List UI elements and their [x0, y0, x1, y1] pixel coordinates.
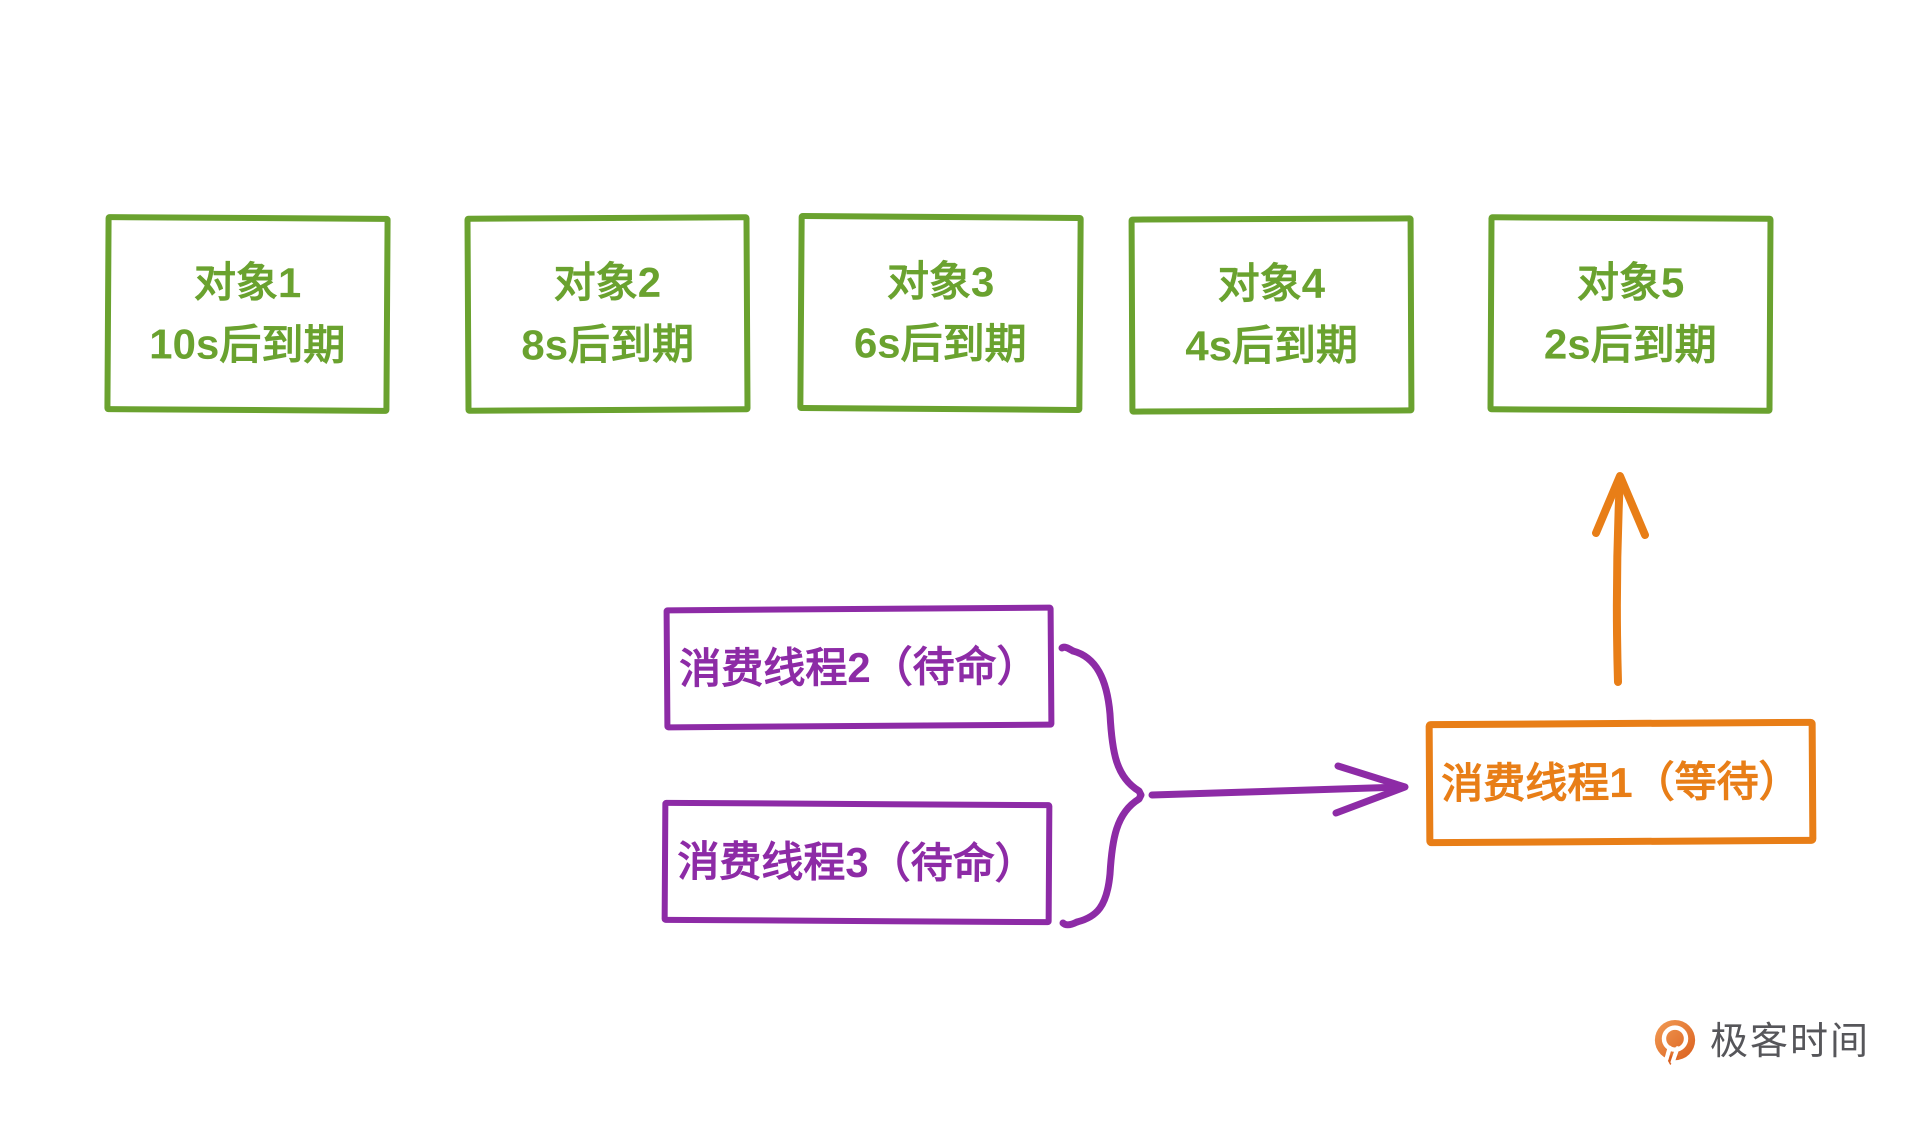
geektime-logo-icon: [1654, 1019, 1696, 1065]
object-box-2: 对象2 8s后到期: [464, 214, 751, 414]
object-title: 对象1: [193, 258, 302, 307]
standby-thread-box-3: 消费线程3（待命）: [661, 799, 1053, 926]
brace-hook-bottom: [1059, 918, 1081, 929]
object-box-5: 对象5 2s后到期: [1487, 214, 1774, 414]
object-title: 对象3: [886, 257, 995, 306]
waiting-thread-box: 消费线程1（等待）: [1425, 718, 1817, 847]
standby-thread-label: 消费线程3（待命）: [677, 837, 1037, 887]
object-expiry: 6s后到期: [853, 319, 1027, 368]
orange-arrow-head: [1592, 472, 1649, 539]
curly-brace-icon: [1069, 647, 1145, 926]
orange-arrow-line: [1612, 474, 1624, 686]
object-expiry: 10s后到期: [149, 320, 346, 369]
object-expiry: 2s后到期: [1543, 320, 1717, 369]
object-box-4: 对象4 4s后到期: [1128, 215, 1415, 415]
geektime-logo-text: 极客时间: [1710, 1021, 1871, 1063]
object-title: 对象4: [1217, 259, 1326, 308]
purple-arrow-line: [1148, 783, 1406, 799]
brace-hook-top: [1058, 643, 1077, 655]
waiting-thread-label: 消费线程1（等待）: [1441, 757, 1801, 807]
object-box-1: 对象1 10s后到期: [104, 214, 391, 414]
standby-thread-box-2: 消费线程2（待命）: [663, 604, 1055, 731]
object-expiry: 8s后到期: [521, 320, 695, 369]
object-title: 对象5: [1576, 258, 1685, 307]
purple-arrow-head: [1332, 762, 1409, 817]
object-box-3: 对象3 6s后到期: [797, 213, 1084, 413]
object-expiry: 4s后到期: [1185, 321, 1359, 370]
geektime-logo: 极客时间: [1652, 1018, 1870, 1066]
object-title: 对象2: [553, 258, 662, 307]
standby-thread-label: 消费线程2（待命）: [679, 642, 1039, 692]
